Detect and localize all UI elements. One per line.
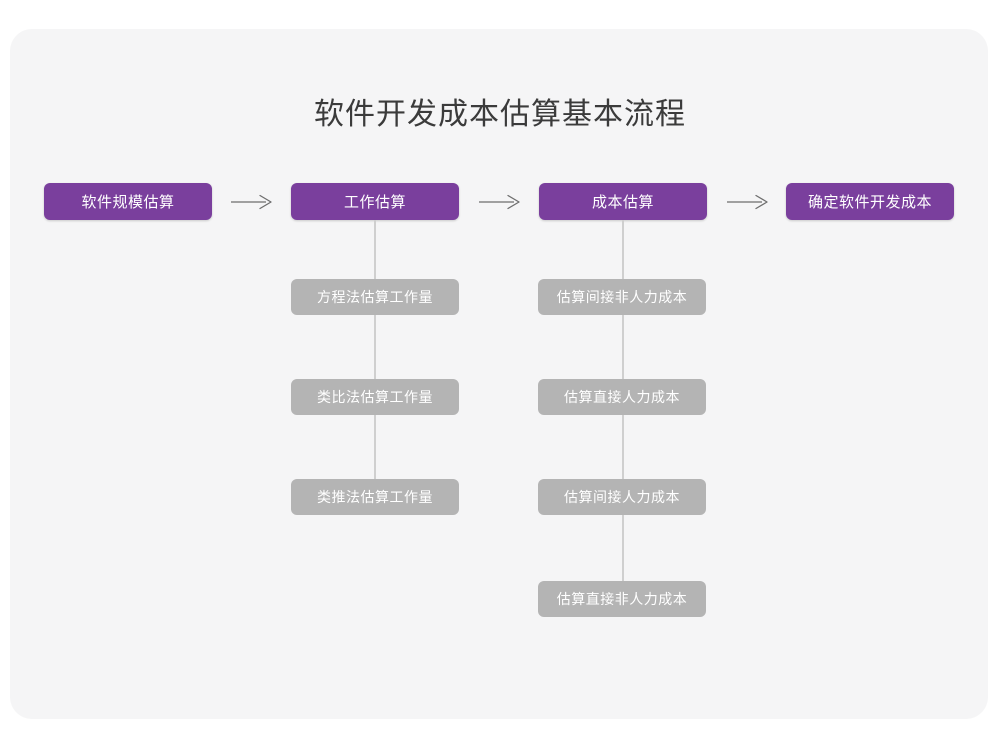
branch-node-indirect-labor-cost[interactable]: 估算间接人力成本	[538, 479, 706, 515]
flow-node-determine-development-cost[interactable]: 确定软件开发成本	[786, 183, 954, 220]
branch-node-indirect-non-labor-cost[interactable]: 估算间接非人力成本	[538, 279, 706, 315]
arrow-step2-to-step3-icon	[478, 192, 522, 212]
connector-cost-estimation-vertical	[622, 220, 624, 617]
flow-node-software-size-estimation[interactable]: 软件规模估算	[44, 183, 212, 220]
branch-node-direct-labor-cost[interactable]: 估算直接人力成本	[538, 379, 706, 415]
diagram-card	[10, 29, 988, 719]
flow-node-cost-estimation[interactable]: 成本估算	[539, 183, 707, 220]
flow-node-work-estimation[interactable]: 工作估算	[291, 183, 459, 220]
page-title: 软件开发成本估算基本流程	[314, 98, 686, 131]
arrow-step1-to-step2-icon	[230, 192, 274, 212]
branch-node-equation-method-effort[interactable]: 方程法估算工作量	[291, 279, 459, 315]
connector-work-estimation-vertical	[374, 220, 376, 514]
branch-node-analogy-method-effort[interactable]: 类比法估算工作量	[291, 379, 459, 415]
arrow-step3-to-step4-icon	[726, 192, 770, 212]
branch-node-direct-non-labor-cost[interactable]: 估算直接非人力成本	[538, 581, 706, 617]
branch-node-inference-method-effort[interactable]: 类推法估算工作量	[291, 479, 459, 515]
